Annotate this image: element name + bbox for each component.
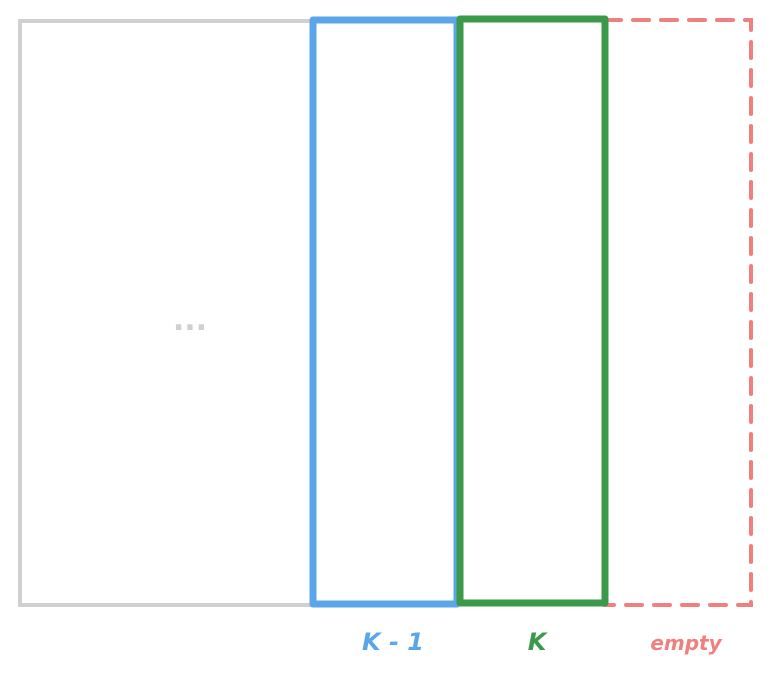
k-label: K <box>528 628 549 656</box>
k-minus-1-column-box <box>309 16 461 608</box>
empty-column-box <box>603 18 753 607</box>
ellipsis-label: ... <box>173 303 207 338</box>
k-minus-1-label: K - 1 <box>362 628 424 656</box>
k-column-box <box>456 15 609 607</box>
previous-columns-box <box>18 19 314 607</box>
empty-label: empty <box>650 631 722 655</box>
